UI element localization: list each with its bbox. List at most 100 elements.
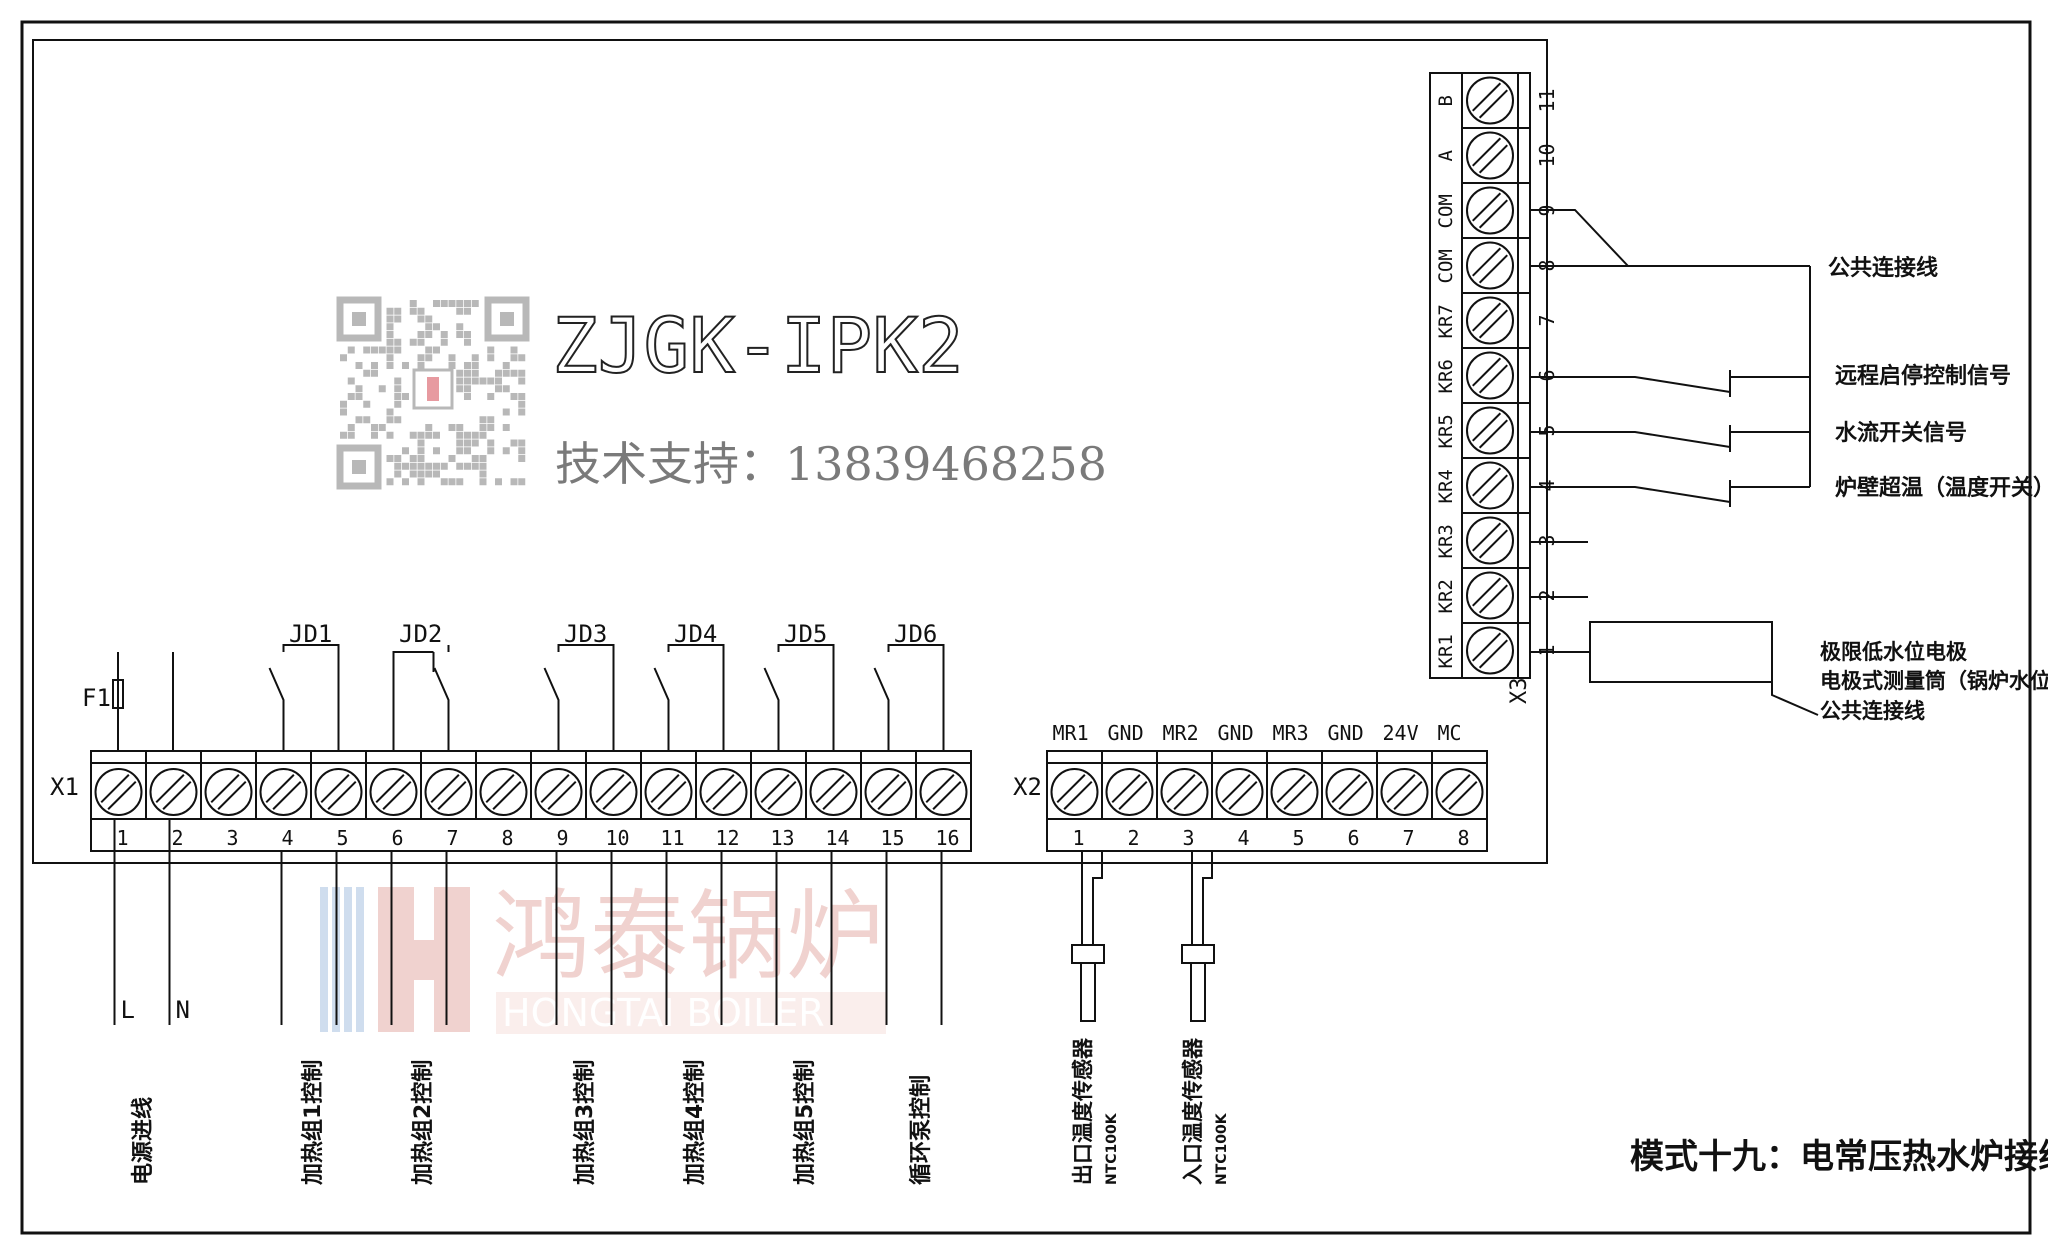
diagram-caption: 模式十九：电常压热水炉接线图 xyxy=(1630,1137,2048,1177)
relay-label: JD2 xyxy=(399,620,442,648)
board-outline xyxy=(32,39,1548,864)
support-phone: 技术支持：13839468258 xyxy=(555,437,1107,491)
x1-terminal-number: 9 xyxy=(557,826,569,850)
x2-terminal-label: MR3 xyxy=(1273,721,1309,745)
x3-terminal-label: COM xyxy=(1435,194,1457,228)
x3-terminal-number: 11 xyxy=(1535,88,1559,112)
x1-terminal-number: 5 xyxy=(337,826,349,850)
x3-terminal-screw xyxy=(1466,406,1514,455)
x1-line-label: N xyxy=(176,996,190,1024)
x1-terminal-number: 10 xyxy=(606,826,630,850)
x1-terminal-screw xyxy=(94,768,143,816)
x1-terminal-screw xyxy=(864,768,913,816)
x3-terminal-number: 2 xyxy=(1535,589,1559,601)
x2-terminal-label: 24V xyxy=(1383,721,1419,745)
x2-terminal-number: 4 xyxy=(1238,826,1250,850)
x3-block-label: X3 xyxy=(1507,678,1532,705)
x1-function-label: 加热组3控制 xyxy=(572,1060,598,1186)
x2-terminal-label: MC xyxy=(1438,721,1462,745)
x2-terminal-label: MR2 xyxy=(1163,721,1199,745)
x3-terminal-label: KR1 xyxy=(1435,634,1457,668)
qr-code xyxy=(336,296,530,490)
x3-terminal-number: 5 xyxy=(1535,424,1559,436)
x2-block-label: X2 xyxy=(1013,773,1042,801)
x3-terminal-number: 3 xyxy=(1535,534,1559,546)
x3-terminal-label: KR5 xyxy=(1435,414,1457,448)
relay-contact: JD5 xyxy=(763,620,835,751)
relay-contact: JD4 xyxy=(653,620,725,751)
x3-terminal-screw xyxy=(1466,131,1514,180)
x1-terminal-screw xyxy=(589,768,638,816)
model-title: ZJGK-IPK2 xyxy=(552,301,964,390)
signal-water-flow: 水流开关信号 xyxy=(1835,420,1967,446)
electrode-common: 公共连接线 xyxy=(1820,699,1925,723)
x1-terminal-number: 7 xyxy=(447,826,459,850)
x1-terminal-number: 3 xyxy=(227,826,239,850)
sensor-type: NTC100K xyxy=(1214,1112,1230,1185)
x3-terminal-screw xyxy=(1466,461,1514,510)
sensor-name: 入口温度传感器 xyxy=(1181,1037,1205,1185)
x1-terminal-screw xyxy=(204,768,253,816)
x3-terminal-number: 10 xyxy=(1535,143,1559,167)
x1-terminal-number: 2 xyxy=(172,826,184,850)
x1-line-label: L xyxy=(121,996,135,1024)
x1-terminal-screw xyxy=(479,768,528,816)
x3-terminal-screw xyxy=(1466,626,1514,675)
relay-label: JD5 xyxy=(784,620,827,648)
relay-label: JD6 xyxy=(894,620,937,648)
x2-terminal-number: 1 xyxy=(1073,826,1085,850)
x1-terminal-number: 1 xyxy=(117,826,129,850)
x1-terminal-screw xyxy=(424,768,473,816)
signal-common-line: 公共连接线 xyxy=(1828,255,1938,281)
x3-terminal-label: KR6 xyxy=(1435,359,1457,393)
x1-terminal-number: 8 xyxy=(502,826,514,850)
x1-function-label: 加热组2控制 xyxy=(410,1060,436,1186)
relay-contact: JD3 xyxy=(543,620,615,751)
brand-watermark: 鸿泰锅炉 HONGTAI BOILER xyxy=(320,880,886,1035)
x2-terminal-screw xyxy=(1215,768,1264,816)
x3-terminal-screw xyxy=(1466,516,1514,565)
x3-terminal-label: KR3 xyxy=(1435,524,1457,558)
x3-terminal-number: 7 xyxy=(1535,314,1559,326)
x1-terminal-number: 12 xyxy=(716,826,740,850)
x1-terminal-number: 4 xyxy=(282,826,294,850)
relay-label: JD3 xyxy=(564,620,607,648)
sensor-type: NTC100K xyxy=(1104,1112,1120,1185)
relay-label: JD1 xyxy=(289,620,332,648)
x3-terminal-label: B xyxy=(1435,95,1457,106)
signal-remote-start: 远程启停控制信号 xyxy=(1835,363,2011,389)
x3-terminal-screw xyxy=(1466,571,1514,620)
x2-terminal-number: 5 xyxy=(1293,826,1305,850)
x1-terminal-screw xyxy=(259,768,308,816)
x3-signal-wiring xyxy=(1502,209,1819,716)
x2-terminal-number: 3 xyxy=(1183,826,1195,850)
x1-terminal-screw xyxy=(919,768,968,816)
x2-terminal-number: 2 xyxy=(1128,826,1140,850)
terminal-block-x3: 11B10A9COM8COM7KR76KR65KR54KR43KR32KR21K… xyxy=(1429,72,1559,705)
x3-terminal-number: 4 xyxy=(1535,479,1559,491)
x1-function-label: 加热组5控制 xyxy=(792,1060,818,1186)
x2-terminal-screw xyxy=(1435,768,1484,816)
electrode-tube: 电极式测量筒（锅炉水位） xyxy=(1820,669,2048,693)
outer-frame xyxy=(20,20,2032,1235)
x2-terminal-number: 6 xyxy=(1348,826,1360,850)
x3-terminal-label: KR7 xyxy=(1435,304,1457,338)
x1-terminal-screw xyxy=(149,768,198,816)
electrode-low-level: 极限低水位电极 xyxy=(1820,640,1968,664)
x3-terminal-label: COM xyxy=(1435,249,1457,283)
x2-terminal-label: GND xyxy=(1108,721,1144,745)
x1-terminal-number: 14 xyxy=(826,826,850,850)
x3-terminal-number: 8 xyxy=(1535,259,1559,271)
x3-terminal-number: 1 xyxy=(1535,644,1559,656)
relay-contact: JD2 xyxy=(392,620,450,751)
watermark-cn: 鸿泰锅炉 xyxy=(492,880,884,994)
x1-terminal-number: 13 xyxy=(771,826,795,850)
x2-terminal-screw xyxy=(1160,768,1209,816)
x3-terminal-label: KR2 xyxy=(1435,579,1457,613)
x2-terminal-label: GND xyxy=(1328,721,1364,745)
x1-terminal-screw xyxy=(809,768,858,816)
sensor-name: 出口温度传感器 xyxy=(1071,1037,1095,1185)
fuse-label: F1 xyxy=(82,684,111,712)
